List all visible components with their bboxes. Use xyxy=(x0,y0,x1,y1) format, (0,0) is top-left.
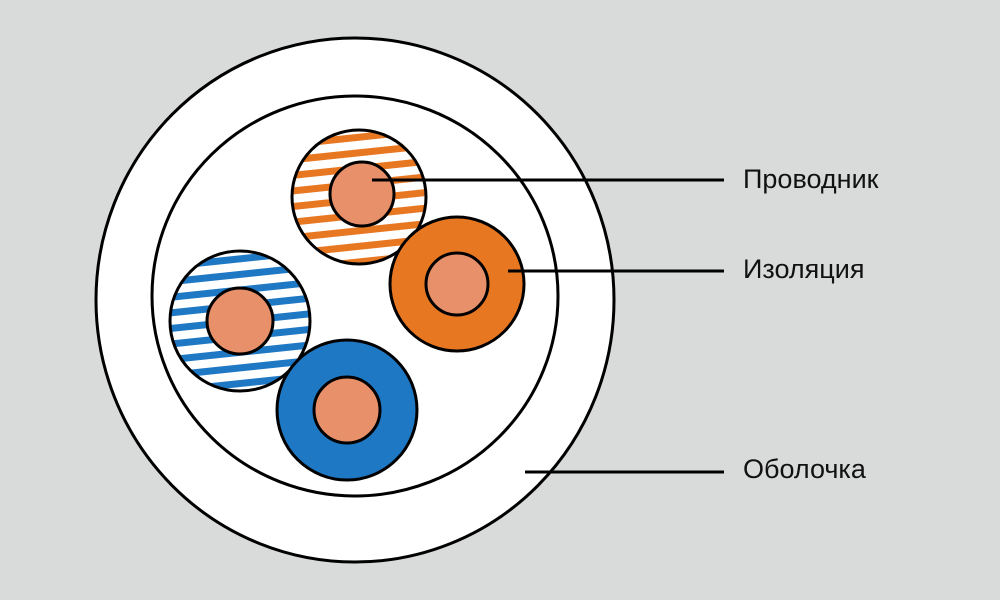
conductor-core xyxy=(205,286,275,356)
wire-blue-solid xyxy=(275,338,419,482)
inner-sheath-boundary xyxy=(150,94,560,498)
conductor-core xyxy=(328,160,396,228)
conductor-core xyxy=(424,251,490,317)
wire-blue-striped xyxy=(168,249,312,393)
conductor-label: Проводник xyxy=(743,164,879,194)
insulation-label: Изоляция xyxy=(743,254,865,284)
sheath-label: Оболочка xyxy=(743,454,866,484)
conductor-core xyxy=(312,375,382,445)
wire-orange-solid xyxy=(388,215,526,353)
wire-orange-striped xyxy=(290,128,428,266)
